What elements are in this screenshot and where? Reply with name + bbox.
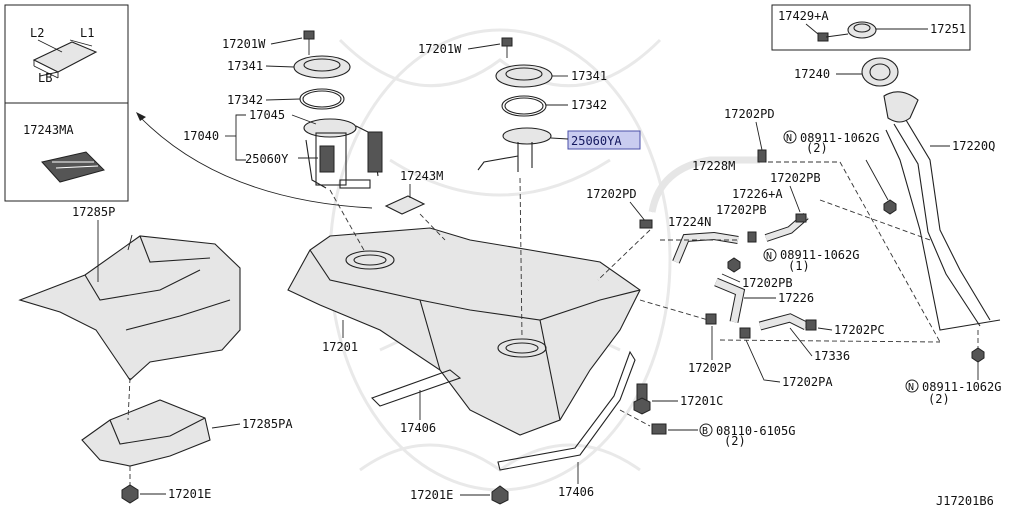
part-17243m: 17243M bbox=[384, 169, 443, 215]
label-17220q: 17220Q bbox=[952, 139, 995, 153]
label-17406-left: 17406 bbox=[400, 421, 436, 435]
inset-label-lb: LB bbox=[38, 71, 52, 85]
label-17045: 17045 bbox=[249, 108, 285, 122]
label-17202pd-top: 17202PD bbox=[724, 107, 775, 121]
tag-dimension-sketch bbox=[32, 41, 98, 73]
label-17342-mid: 17342 bbox=[571, 98, 607, 112]
label-17201c: 17201C bbox=[680, 394, 723, 408]
label-17201w-left: 17201W bbox=[222, 37, 266, 51]
label-17251: 17251 bbox=[930, 22, 966, 36]
nut-symbol-top: N bbox=[786, 133, 792, 144]
label-17201: 17201 bbox=[322, 340, 358, 354]
label-17201w-mid: 17201W bbox=[418, 42, 462, 56]
label-17285pa: 17285PA bbox=[242, 417, 293, 431]
label-08911-mid-qty: (1) bbox=[788, 259, 810, 273]
middle-pump-parts: 17201W 17341 17342 25060YA bbox=[418, 37, 641, 172]
label-17224n: 17224N bbox=[668, 215, 711, 229]
inset-box: L2 L1 LB 17243MA bbox=[4, 4, 129, 202]
left-pump-assembly: 17201W 17341 17342 17045 17040 25060Y bbox=[183, 30, 383, 189]
filler-neck-area: 17429+A 17251 17240 17220Q N 08911-1062G… bbox=[719, 4, 1001, 406]
nut-symbol-bottom: N bbox=[908, 382, 914, 393]
label-17406-bottom: 17406 bbox=[558, 485, 594, 499]
label-17202pa: 17202PA bbox=[782, 375, 833, 389]
heat-shield-17285pa: 17285PA bbox=[81, 377, 293, 467]
nut-symbol-mid: N bbox=[766, 251, 772, 262]
label-17285p: 17285P bbox=[72, 205, 115, 219]
fuel-tank-17201: 17201 bbox=[287, 177, 641, 436]
label-08911-bottom-qty: (2) bbox=[928, 392, 950, 406]
label-17202p: 17202P bbox=[688, 361, 731, 375]
label-17226: 17226 bbox=[778, 291, 814, 305]
bolt-symbol: B bbox=[702, 426, 708, 437]
label-08911-mid: 08911-1062G bbox=[780, 248, 859, 262]
label-25060y: 25060Y bbox=[245, 152, 289, 166]
label-17429a: 17429+A bbox=[778, 9, 829, 23]
label-17243m: 17243M bbox=[400, 169, 443, 183]
label-17341-mid: 17341 bbox=[571, 69, 607, 83]
label-17202pb-c: 17202PB bbox=[742, 276, 793, 290]
label-08110-qty: (2) bbox=[724, 434, 746, 448]
callout-arrow bbox=[137, 114, 373, 209]
label-17341-left: 17341 bbox=[227, 59, 263, 73]
inset-label-l2: L2 bbox=[30, 26, 44, 40]
label-17240: 17240 bbox=[794, 67, 830, 81]
label-08911-top: 08911-1062G bbox=[800, 131, 879, 145]
label-17342-left: 17342 bbox=[227, 93, 263, 107]
label-17336: 17336 bbox=[814, 349, 850, 363]
label-17201e-left: 17201E bbox=[168, 487, 211, 501]
highlight-25060ya[interactable] bbox=[567, 130, 641, 150]
label-17202pb-a: 17202PB bbox=[716, 203, 767, 217]
label-08911-top-qty: (2) bbox=[806, 141, 828, 155]
label-08911-bottom: 08911-1062G bbox=[922, 380, 1001, 394]
label-08110: 08110-6105G bbox=[716, 424, 795, 438]
label-17202pd-left: 17202PD bbox=[586, 187, 637, 201]
label-17228m: 17228M bbox=[692, 159, 735, 173]
label-25060ya[interactable]: 25060YA bbox=[571, 134, 622, 148]
label-17040: 17040 bbox=[183, 129, 219, 143]
tank-straps-17406: 17406 17406 17201E bbox=[370, 350, 636, 505]
heat-shield-17285p: 17285P bbox=[18, 205, 241, 381]
label-17201e-bottom: 17201E bbox=[410, 488, 453, 502]
label-17202pc: 17202PC bbox=[834, 323, 885, 337]
drawing-code: J17201B6 bbox=[936, 494, 994, 508]
inset-label-l1: L1 bbox=[80, 26, 94, 40]
bolts-17201c-08110: 17201C B 08110-6105G (2) bbox=[619, 383, 795, 448]
hoses: 17228M 17202PD 17202PD 17224N 17202PB 17… bbox=[586, 107, 885, 389]
label-17202pb-b: 17202PB bbox=[770, 171, 821, 185]
nut-17201e-left: 17201E bbox=[121, 466, 211, 504]
label-17243ma: 17243MA bbox=[23, 123, 74, 137]
label-17226a: 17226+A bbox=[732, 187, 783, 201]
